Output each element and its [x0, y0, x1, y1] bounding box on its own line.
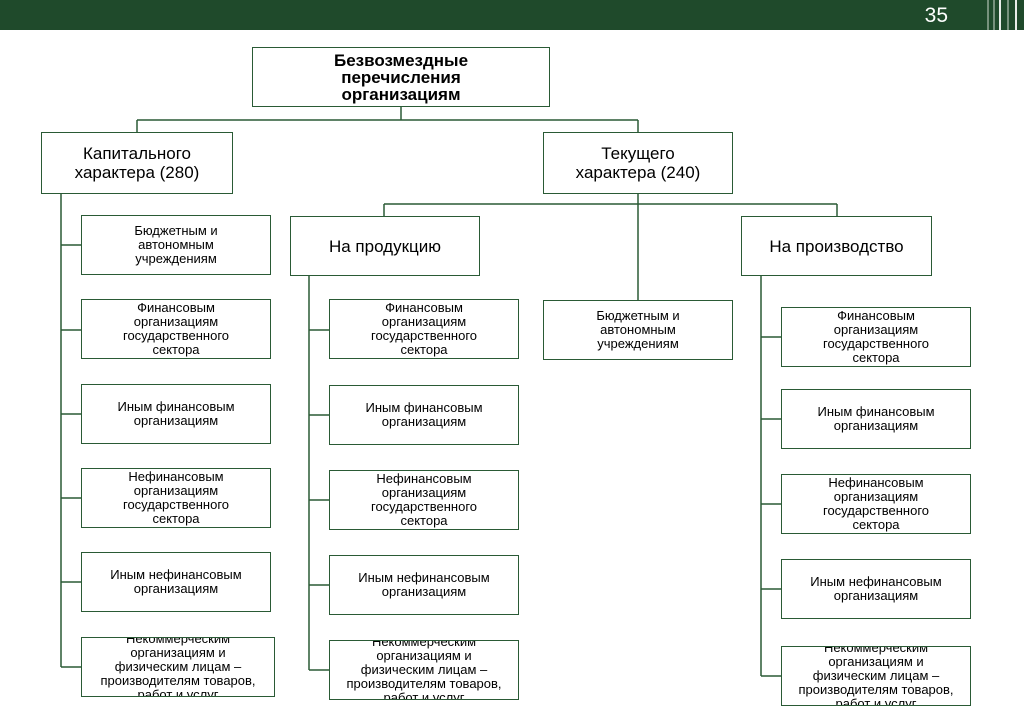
- production-item-label: Некоммерческим организациям и физическим…: [798, 646, 954, 706]
- capital-item-label: Некоммерческим организациям и физическим…: [100, 637, 256, 697]
- production-item-label: Иным финансовым организациям: [817, 404, 935, 433]
- current-node-label: Текущего характера (240): [575, 144, 701, 182]
- capital-item: Иным нефинансовым организациям: [81, 552, 271, 612]
- capital-item: Нефинансовым организациям государственно…: [81, 468, 271, 528]
- capital-item: Некоммерческим организациям и физическим…: [81, 637, 275, 697]
- budget-middle-node-label: Бюджетным и автономным учреждениям: [596, 308, 680, 351]
- production-node: На производство: [741, 216, 932, 276]
- products-item: Финансовым организациям государственного…: [329, 299, 519, 359]
- capital-node-label: Капитального характера (280): [74, 144, 200, 182]
- root-node: Безвозмездные перечисления организациям: [252, 47, 550, 107]
- products-item-label: Иным нефинансовым организациям: [358, 570, 490, 599]
- capital-item-label: Финансовым организациям государственного…: [122, 300, 230, 357]
- current-node: Текущего характера (240): [543, 132, 733, 194]
- production-item-label: Финансовым организациям государственного…: [822, 308, 930, 365]
- page-number: 35: [924, 4, 948, 27]
- products-item-label: Иным финансовым организациям: [365, 400, 483, 429]
- capital-item: Финансовым организациям государственного…: [81, 299, 271, 359]
- production-item-label: Нефинансовым организациям государственно…: [822, 475, 930, 532]
- production-item: Нефинансовым организациям государственно…: [781, 474, 971, 534]
- production-item: Иным нефинансовым организациям: [781, 559, 971, 619]
- capital-item: Иным финансовым организациям: [81, 384, 271, 444]
- capital-item-label: Бюджетным и автономным учреждениям: [134, 223, 218, 266]
- production-item: Некоммерческим организациям и физическим…: [781, 646, 971, 706]
- products-item: Иным нефинансовым организациям: [329, 555, 519, 615]
- products-item-label: Финансовым организациям государственного…: [370, 300, 478, 357]
- products-node: На продукцию: [290, 216, 480, 276]
- capital-item-label: Иным финансовым организациям: [117, 399, 235, 428]
- products-item: Иным финансовым организациям: [329, 385, 519, 445]
- products-item: Нефинансовым организациям государственно…: [329, 470, 519, 530]
- capital-item-label: Иным нефинансовым организациям: [110, 567, 242, 596]
- products-node-label: На продукцию: [328, 236, 442, 256]
- products-item-label: Некоммерческим организациям и физическим…: [346, 640, 502, 700]
- production-item-label: Иным нефинансовым организациям: [810, 574, 942, 603]
- budget-middle-node: Бюджетным и автономным учреждениям: [543, 300, 733, 360]
- header-bar: 35: [0, 0, 1024, 30]
- capital-item: Бюджетным и автономным учреждениям: [81, 215, 271, 275]
- products-item-label: Нефинансовым организациям государственно…: [370, 471, 478, 528]
- capital-item-label: Нефинансовым организациям государственно…: [122, 469, 230, 526]
- production-node-label: На производство: [769, 236, 904, 256]
- capital-node: Капитального характера (280): [41, 132, 233, 194]
- decorative-stripes-icon: [987, 0, 1017, 30]
- root-node-label: Безвозмездные перечисления организациям: [333, 50, 469, 104]
- production-item: Иным финансовым организациям: [781, 389, 971, 449]
- production-item: Финансовым организациям государственного…: [781, 307, 971, 367]
- products-item: Некоммерческим организациям и физическим…: [329, 640, 519, 700]
